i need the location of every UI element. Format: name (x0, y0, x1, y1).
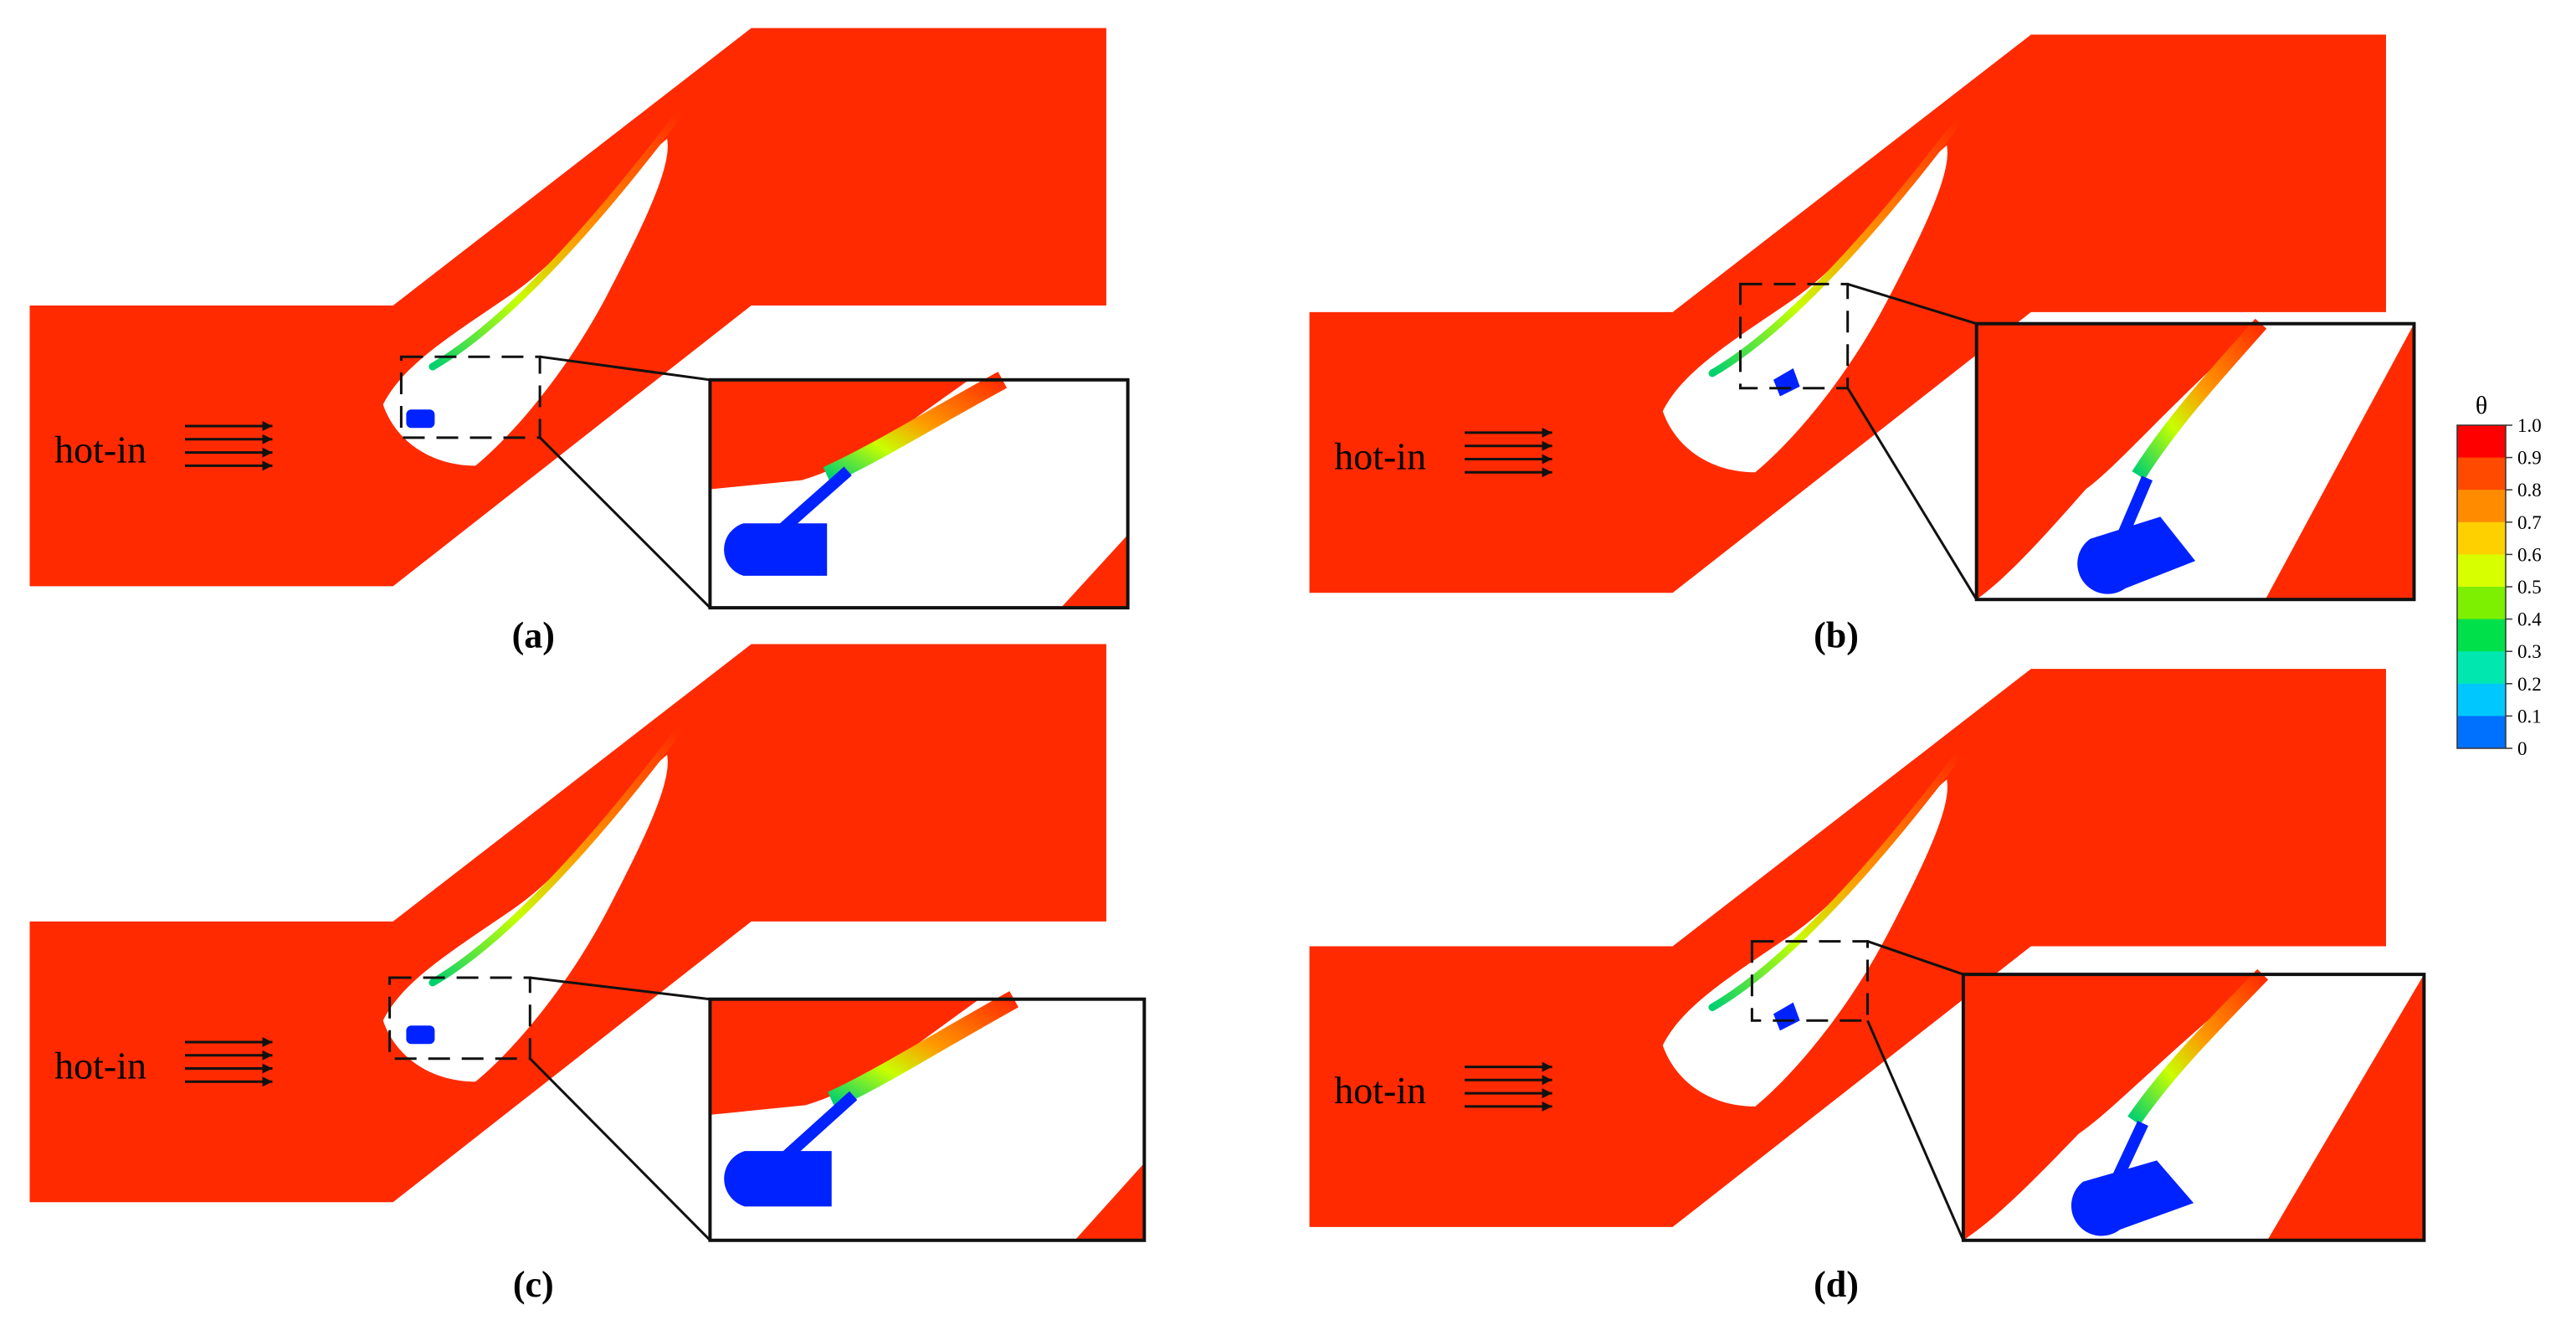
colorbar-segment (2457, 521, 2506, 555)
coolant-plenum (406, 1025, 435, 1045)
zoom-inset (1961, 968, 2426, 1242)
colorbar-tick-label: 0.1 (2517, 706, 2542, 727)
panel-a: hot-in (a) (29, 28, 1130, 655)
zoom-region-box (1750, 940, 1869, 1022)
zoom-connector-line (529, 1057, 711, 1241)
inset-hot-region (2265, 323, 2414, 600)
inset-hot-region (1963, 974, 2263, 1240)
coolant-plenum (406, 409, 435, 429)
colorbar-tick-label: 0.3 (2517, 641, 2542, 662)
panel-caption: (a) (512, 614, 555, 655)
zoom-connector-line (1866, 1020, 1965, 1241)
panel-caption: (c) (513, 1264, 554, 1305)
zoom-inset (708, 991, 1147, 1242)
coolant-film (2132, 318, 2267, 480)
coolant-plenum (1773, 1002, 1800, 1031)
panel-caption: (b) (1814, 614, 1859, 655)
inset-frame (1961, 973, 2426, 1242)
colorbar-segment (2457, 716, 2506, 749)
colorbar-tick-label: 0.5 (2517, 577, 2542, 598)
arrow-head (262, 1050, 273, 1061)
colorbar-tick-label: 0.7 (2517, 512, 2542, 533)
zoom-connector-line (1867, 940, 1964, 976)
inset-hot-region (710, 379, 969, 490)
arrow-head (1542, 427, 1552, 438)
colorbar-segment (2457, 651, 2506, 685)
colorbar-tick-label: 0.4 (2517, 609, 2542, 630)
colorbar-tick-label: 0.2 (2517, 674, 2542, 695)
arrow-head (262, 460, 273, 471)
colorbar-tick-label: 0.6 (2517, 544, 2542, 565)
inset-frame (708, 997, 1147, 1242)
coolant-film (428, 724, 685, 987)
inlet-label: hot-in (54, 428, 146, 470)
inset-hot-region (710, 999, 980, 1115)
inset-hot-region (1976, 323, 2261, 600)
colorbar-tick-label: 0.9 (2517, 448, 2542, 469)
colorbar-tick-label: 1.0 (2517, 415, 2542, 436)
colorbar-segment (2457, 587, 2506, 620)
inset-hot-region (2267, 974, 2425, 1240)
coolant-plenum (2071, 1160, 2194, 1236)
panel-b: hot-in (b) (1309, 34, 2416, 655)
inlet-label: hot-in (1334, 1069, 1426, 1112)
arrow-head (1542, 440, 1552, 451)
colorbar-segment (2457, 554, 2506, 588)
coolant-hole (779, 1091, 858, 1163)
arrow-head (1542, 454, 1552, 465)
arrow-head (1542, 1061, 1552, 1072)
arrow-head (262, 447, 273, 458)
colorbar-title: θ (2476, 392, 2487, 419)
inlet-label: hot-in (54, 1044, 146, 1086)
colorbar-tick-label: 0.8 (2517, 480, 2542, 501)
zoom-connector-line (539, 436, 711, 609)
coolant-film (828, 991, 1019, 1109)
colorbar-segment (2457, 457, 2506, 491)
inset-hot-region (1075, 1163, 1145, 1240)
zoom-inset (708, 372, 1130, 610)
zoom-region-box (1739, 282, 1850, 390)
arrow-head (262, 434, 273, 444)
colorbar-segment (2457, 619, 2506, 652)
colorbar: θ 1.0 0.9 0.8 0.7 0.6 0.5 0.4 0.3 0.2 0.1 0 (2456, 392, 2542, 759)
inlet-label: hot-in (1334, 434, 1426, 477)
arrow-head (1542, 467, 1552, 478)
colorbar-segment (2457, 683, 2506, 716)
coolant-plenum (724, 1151, 832, 1207)
panel-d: hot-in (d) (1309, 669, 2426, 1305)
inset-hot-region (1060, 534, 1128, 609)
panel-caption: (d) (1814, 1264, 1859, 1305)
inset-frame (708, 378, 1130, 610)
zoom-region-box (388, 976, 531, 1061)
zoom-connector-line (539, 355, 711, 382)
arrow-head (262, 1063, 273, 1074)
inset-frame (1974, 321, 2416, 602)
arrow-head (262, 1076, 273, 1087)
zoom-connector-line (530, 976, 711, 1001)
colorbar-tick-label: 0 (2517, 738, 2527, 759)
arrow-head (262, 421, 273, 431)
arrow-head (1542, 1075, 1552, 1086)
zoom-connector-line (1846, 387, 1978, 600)
coolant-hole (777, 466, 852, 535)
colorbar-segment (2457, 425, 2506, 459)
coolant-plenum (724, 523, 828, 576)
arrow-head (1542, 1101, 1552, 1112)
panel-c: hot-in (c) (29, 644, 1147, 1305)
coolant-plenum (2077, 516, 2196, 594)
zoom-inset (1974, 318, 2416, 602)
coolant-film (428, 108, 685, 371)
colorbar-segment (2457, 490, 2506, 523)
zoom-connector-line (1847, 282, 1978, 326)
coolant-film (2127, 968, 2269, 1125)
zoom-region-box (399, 355, 541, 439)
arrow-head (1542, 1088, 1552, 1099)
arrow-head (262, 1037, 273, 1047)
coolant-film (823, 372, 1008, 485)
coolant-film (1708, 749, 1964, 1011)
